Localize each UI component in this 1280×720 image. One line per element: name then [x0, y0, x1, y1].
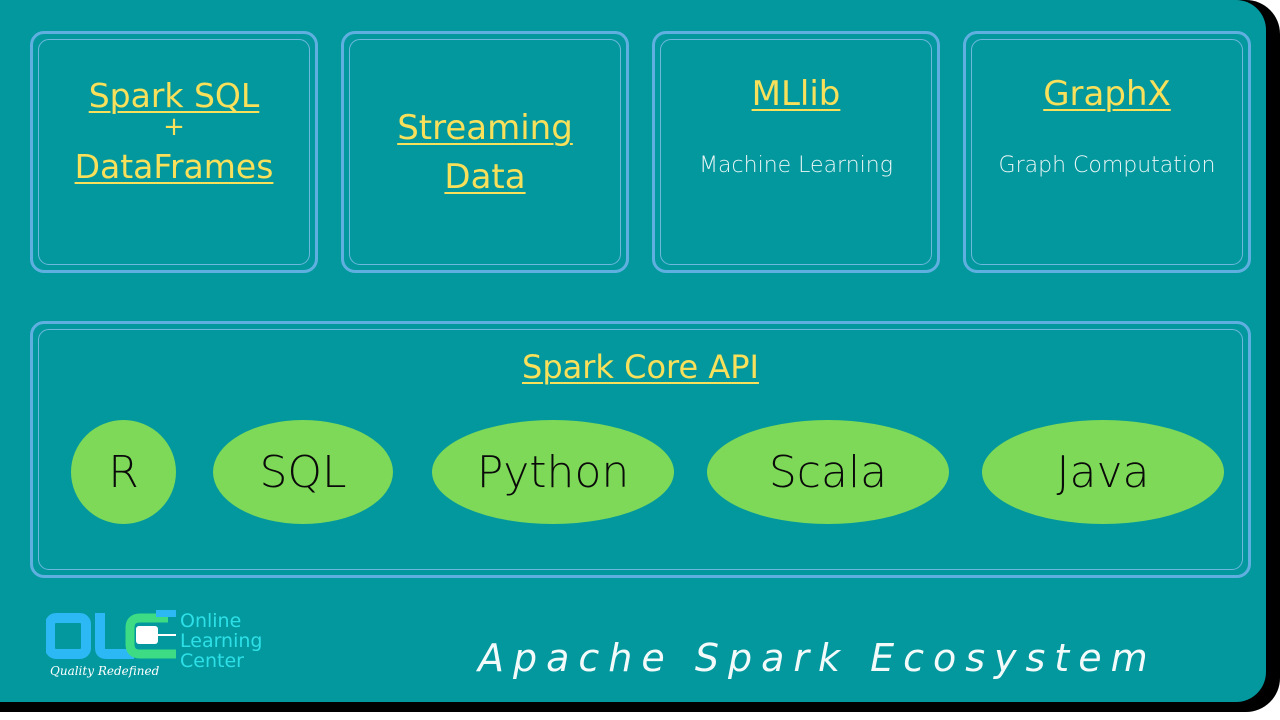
brand-name-line: Center	[180, 650, 244, 672]
brand-name: Online Learning Center	[180, 611, 263, 671]
module-title-plus: +	[163, 112, 185, 142]
module-subtitle: Graph Computation	[998, 153, 1216, 178]
module-title-line[interactable]: Data	[444, 157, 526, 197]
module-title[interactable]: MLlib	[751, 74, 841, 114]
language-sql: SQL	[213, 420, 393, 524]
module-inner-border	[660, 39, 932, 265]
module-inner-border	[38, 39, 310, 265]
module-inner-border	[971, 39, 1243, 265]
brand-name-line: Online	[180, 610, 242, 632]
diagram-title: Apache Spark Ecosystem	[478, 636, 1157, 680]
core-inner-border	[38, 329, 1243, 570]
module-title[interactable]: GraphX	[1043, 74, 1171, 114]
language-python: Python	[432, 420, 674, 524]
core-api-box: Spark Core API	[30, 321, 1251, 578]
brand-name-line: Learning	[180, 630, 263, 652]
core-api-title[interactable]: Spark Core API	[522, 348, 759, 386]
olc-logo-icon	[46, 610, 176, 659]
language-java: Java	[982, 420, 1224, 524]
module-streaming: Streaming Data	[341, 31, 629, 273]
language-label: Scala	[768, 446, 888, 498]
module-graphx: GraphX Graph Computation	[963, 31, 1251, 273]
module-inner-border	[349, 39, 621, 265]
module-title-line[interactable]: Spark SQL	[88, 76, 260, 115]
language-scala: Scala	[707, 420, 949, 524]
language-label: Python	[476, 446, 630, 498]
module-title-line[interactable]: DataFrames	[74, 147, 274, 186]
language-r: R	[71, 420, 176, 524]
brand-tagline: Quality Redefined	[50, 664, 160, 678]
module-mllib: MLlib Machine Learning	[652, 31, 940, 273]
module-subtitle: Machine Learning	[699, 153, 893, 178]
language-label: SQL	[259, 446, 347, 498]
diagram-panel	[0, 0, 1266, 702]
module-title-line[interactable]: Streaming	[397, 108, 573, 148]
language-label: Java	[1056, 446, 1150, 498]
module-spark-sql: Spark SQL + DataFrames	[30, 31, 318, 273]
language-label: R	[108, 446, 139, 498]
